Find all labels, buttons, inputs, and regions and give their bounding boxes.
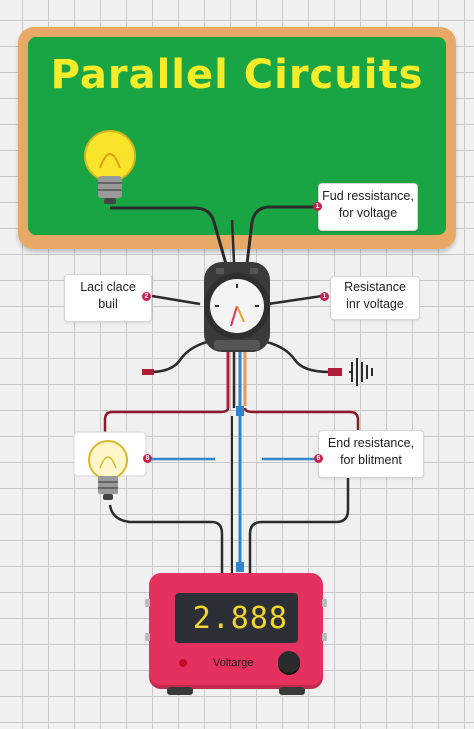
label-top-right: Fud ressistance, for voltage <box>318 183 418 231</box>
badge-mid-left: 2 <box>142 292 151 301</box>
chalkboard <box>18 27 456 249</box>
light-bulb-icon <box>84 130 136 204</box>
badge-lower-right: 6 <box>314 454 323 463</box>
side-button-right-bottom[interactable] <box>322 633 327 641</box>
multimeter-label: Voltarge <box>213 657 254 669</box>
label-lower-right: End resistance, for blitment <box>318 430 424 478</box>
wire-lead-right <box>257 338 331 374</box>
wire-connector-top <box>236 406 244 416</box>
dial-knob[interactable] <box>278 651 300 673</box>
multimeter-foot-left <box>167 687 193 695</box>
page-title: Parallel Circuits <box>50 52 424 98</box>
side-button-left-top[interactable] <box>145 599 150 607</box>
wire-bulb-to-meter <box>108 504 224 574</box>
wire-connector-bottom <box>236 562 244 572</box>
gauge-icon <box>204 262 270 352</box>
wire-lead-left <box>149 338 216 374</box>
power-led-icon <box>179 659 187 667</box>
resistor-icon <box>349 358 373 386</box>
wire-branch-left-red <box>103 407 230 438</box>
digital-multimeter: 2.888 Voltarge <box>145 573 327 695</box>
side-button-left-bottom[interactable] <box>145 633 150 641</box>
badge-mid-right: 1 <box>320 292 329 301</box>
lead-tip-left <box>142 369 154 375</box>
badge-lower-left: 8 <box>143 454 152 463</box>
light-bulb-outline-icon <box>73 431 147 500</box>
wire-gauge-left <box>151 294 201 306</box>
multimeter-reading: 2.888 <box>192 601 288 636</box>
wire-gauge-top <box>230 219 236 263</box>
label-mid-left: Laci clace buil <box>64 274 152 322</box>
lead-tip-right <box>328 368 342 376</box>
wire-bulb-to-gauge <box>110 206 228 265</box>
wire-gauge-right <box>267 294 323 306</box>
multimeter-display: 2.888 <box>175 593 298 643</box>
wire-label-to-gauge <box>245 205 320 265</box>
multimeter-foot-right <box>279 687 305 695</box>
wire-right-to-meter <box>248 478 350 574</box>
side-button-right-top[interactable] <box>322 599 327 607</box>
wire-branch-right-red <box>243 407 360 440</box>
label-mid-right: Resistance inr voltage <box>330 276 420 320</box>
badge-top-right: 1 <box>313 202 322 211</box>
